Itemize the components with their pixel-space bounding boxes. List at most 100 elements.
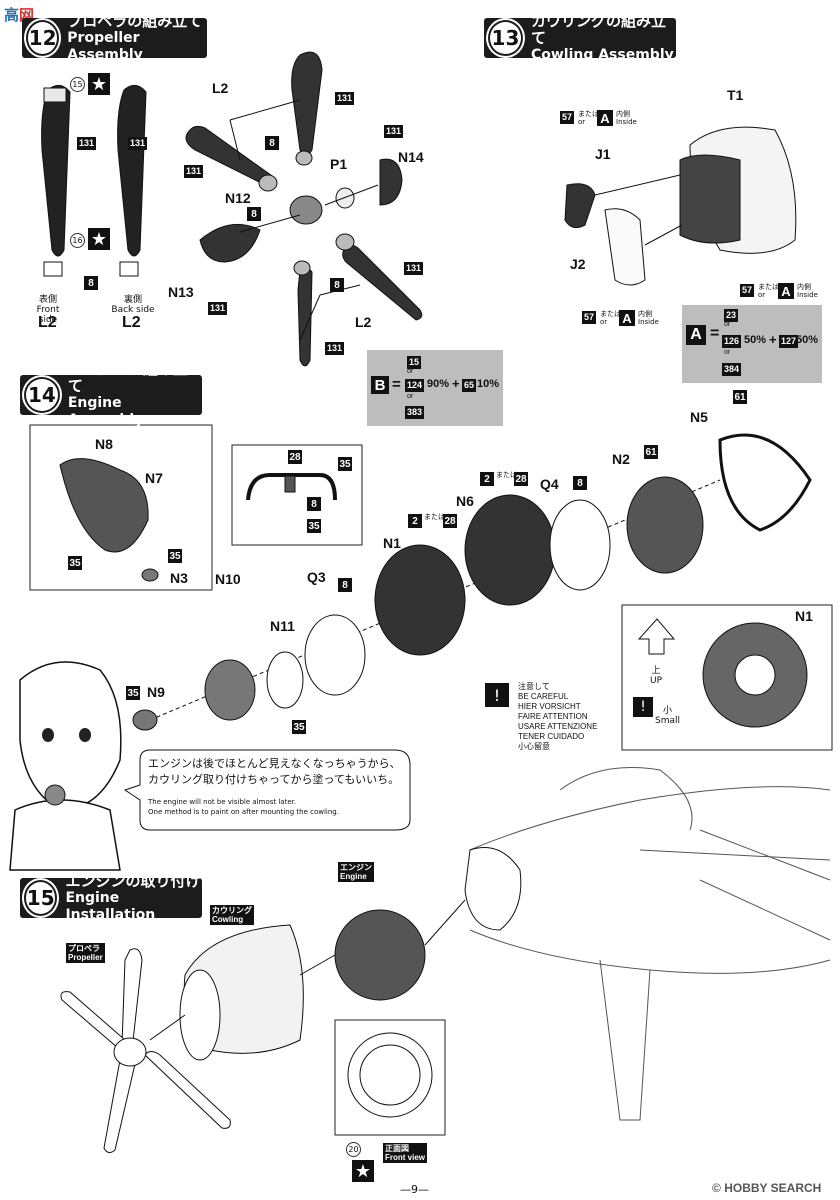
mix-A-plus: + bbox=[769, 332, 777, 347]
mix-A-code-384: 384 bbox=[722, 363, 742, 376]
caution-line-3: HIER VORSICHT bbox=[518, 702, 581, 711]
prop-en: Propeller bbox=[68, 953, 103, 962]
or-e: または bbox=[496, 471, 517, 479]
mix-B-code-65: 65 bbox=[462, 379, 477, 392]
code-2-b: 2 bbox=[480, 472, 494, 486]
part-J1: J1 bbox=[595, 146, 611, 162]
code-8-g: 8 bbox=[573, 476, 587, 490]
eng-en: Engine bbox=[340, 872, 367, 881]
mix-A-letter: A bbox=[686, 325, 706, 345]
speech-note-en: The engine will not be visible almost la… bbox=[148, 797, 408, 817]
step13-number: 13 bbox=[488, 20, 523, 56]
small-en: Small bbox=[655, 716, 680, 726]
inside-en-c: Inside bbox=[638, 318, 659, 326]
code-28-b: 28 bbox=[443, 514, 457, 528]
part-N12: N12 bbox=[225, 190, 251, 206]
or-d: または bbox=[424, 513, 445, 521]
step14-header: 14 エンジンの組み立て Engine Assembly bbox=[20, 361, 202, 428]
caution-text: 注意して BE CAREFUL HIER VORSICHT FAIRE ATTE… bbox=[518, 682, 597, 752]
up-jp: 上 bbox=[651, 666, 661, 676]
code-28-c: 28 bbox=[514, 472, 528, 486]
mix-B-plus: + bbox=[452, 376, 460, 391]
code-61-b: 61 bbox=[733, 390, 747, 404]
front-en: Front side bbox=[36, 305, 60, 325]
code-35-a: 35 bbox=[68, 556, 82, 570]
code-8-a: 8 bbox=[84, 276, 98, 290]
step15-title-jp: エンジンの取り付け bbox=[65, 871, 201, 890]
step12-number: 12 bbox=[26, 20, 60, 56]
mix-A-or-1: or bbox=[724, 321, 731, 328]
back-jp: 裏側 bbox=[123, 295, 142, 305]
star-icon-3: ★ bbox=[352, 1160, 374, 1182]
step15-number: 15 bbox=[24, 880, 58, 916]
part-L2-back: L2 bbox=[122, 314, 141, 331]
step15-title-en: Engine Installation bbox=[65, 889, 156, 923]
step12-title-en: Propeller Assembly bbox=[67, 29, 143, 63]
code-131-g: 131 bbox=[208, 302, 228, 315]
up-en: UP bbox=[650, 676, 663, 686]
part-T1: T1 bbox=[727, 87, 744, 103]
part-N10: N10 bbox=[215, 571, 241, 587]
code-131-e: 131 bbox=[384, 125, 404, 138]
part-N1: N1 bbox=[383, 535, 401, 551]
code-2-a: 2 bbox=[408, 514, 422, 528]
brand-icon: © bbox=[712, 1181, 721, 1195]
or-jp-b: または bbox=[758, 283, 779, 291]
code-8-d: 8 bbox=[330, 278, 344, 292]
mix-B-code-15: 15 bbox=[407, 356, 422, 369]
step14-title-en: Engine Assembly bbox=[67, 395, 144, 428]
small-jp: 小 bbox=[662, 706, 672, 716]
inside-en-a: Inside bbox=[616, 118, 637, 126]
step14-title-jp: エンジンの組み立て bbox=[67, 360, 188, 395]
step13-title-en: Cowling Assembly bbox=[530, 46, 674, 63]
inside-jp-b: 内側 bbox=[797, 283, 811, 291]
inside-jp-c: 内側 bbox=[638, 310, 652, 318]
part-N5: N5 bbox=[690, 409, 708, 425]
code-57-c: 57 bbox=[582, 311, 597, 324]
code-35-b: 35 bbox=[168, 549, 182, 563]
paint-A-a: A bbox=[597, 110, 613, 126]
prop-jp: プロペラ bbox=[68, 944, 100, 953]
mix-A-or-2: or bbox=[724, 349, 731, 356]
speech-note-en-1: The engine will not be visible almost la… bbox=[148, 798, 297, 806]
code-8-f: 8 bbox=[338, 578, 352, 592]
step13-title-jp: カウリングの組み立て bbox=[530, 11, 666, 47]
code-131-a: 131 bbox=[77, 137, 97, 150]
eng-jp: エンジン bbox=[340, 863, 372, 872]
inside-en-b: Inside bbox=[797, 291, 818, 299]
or-jp-a: または bbox=[578, 110, 599, 118]
caution-line-6: TENER CUIDADO bbox=[518, 732, 585, 741]
code-131-c: 131 bbox=[335, 92, 355, 105]
caution-line-5: USARE ATTENZIONE bbox=[518, 722, 598, 731]
code-8-e: 8 bbox=[307, 497, 321, 511]
part-L2-front: L2 bbox=[38, 314, 57, 331]
mix-A-p1: 50% bbox=[744, 334, 767, 346]
mix-B-code-383: 383 bbox=[405, 406, 425, 419]
watermark-char: 高 bbox=[4, 6, 20, 24]
paint-A-c: A bbox=[619, 310, 635, 326]
paint-A-b: A bbox=[778, 283, 794, 299]
step15-header: 15 エンジンの取り付け Engine Installation bbox=[20, 872, 202, 923]
caution-line-2: BE CAREFUL bbox=[518, 692, 569, 701]
part-N13: N13 bbox=[168, 284, 194, 300]
mix-A-code-126: 126 bbox=[722, 335, 742, 348]
part-Q3: Q3 bbox=[307, 569, 326, 585]
part-L2-top: L2 bbox=[212, 80, 229, 96]
caution-line-7: 小心留意 bbox=[518, 742, 550, 751]
step12-title-jp: プロペラの組み立て bbox=[67, 11, 203, 30]
part-P1: P1 bbox=[330, 156, 348, 172]
or-en-a: or bbox=[578, 118, 586, 126]
part-N8: N8 bbox=[95, 436, 113, 452]
code-35-d: 35 bbox=[307, 519, 321, 533]
code-61-a: 61 bbox=[644, 445, 658, 459]
part-N7: N7 bbox=[145, 470, 163, 486]
mix-B-code-124: 124 bbox=[405, 379, 425, 392]
code-28-a: 28 bbox=[288, 450, 302, 464]
